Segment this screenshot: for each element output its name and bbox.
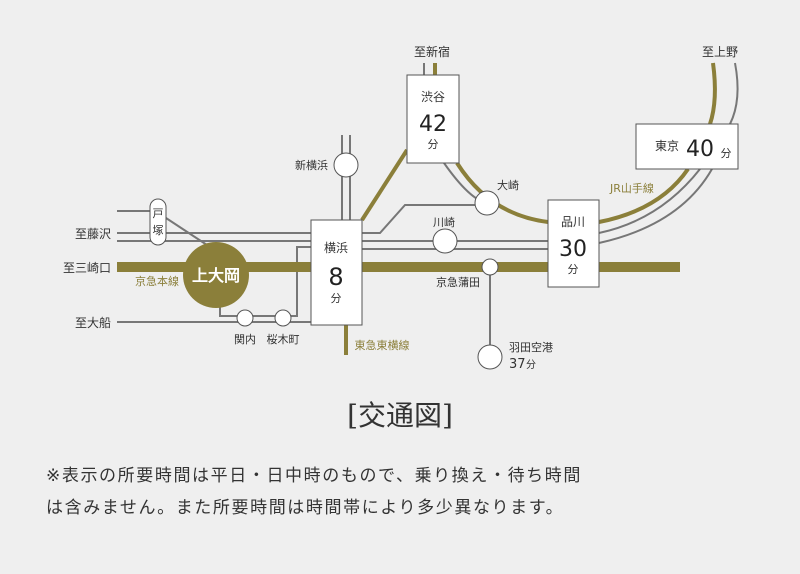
yamanote-north bbox=[708, 62, 717, 125]
note-line-1: ※表示の所要時間は平日・日中時のもので、乗り換え・待ち時間 bbox=[46, 466, 582, 486]
shinagawa-minutes: 30 bbox=[559, 237, 587, 262]
line-shinyokohama bbox=[341, 135, 351, 220]
shinagawa-name: 品川 bbox=[561, 215, 585, 229]
toyoko-line-label: 東急東横線 bbox=[355, 338, 410, 352]
shibuya-name: 渋谷 bbox=[421, 90, 445, 104]
station-keikyukamata bbox=[481, 258, 499, 276]
station-sakuragicho bbox=[274, 309, 292, 327]
tokyo-name: 東京 bbox=[655, 139, 679, 153]
hub-shinagawa-box bbox=[547, 199, 600, 288]
shinyokohama-label: 新横浜 bbox=[295, 158, 328, 172]
station-kawasaki bbox=[432, 228, 458, 254]
line-totsuka-kamiooka bbox=[165, 217, 208, 246]
line-yokohama-osaki bbox=[362, 204, 487, 234]
yokohama-unit: 分 bbox=[331, 292, 342, 305]
yokohama-minutes: 8 bbox=[328, 263, 343, 291]
station-shinyokohama bbox=[333, 152, 359, 178]
station-kannai bbox=[236, 309, 254, 327]
origin-label: 上大岡 bbox=[192, 266, 240, 285]
haneda-minutes: 37 bbox=[509, 357, 526, 372]
line-shinagawa-tokyo-gray bbox=[598, 168, 713, 244]
haneda-name: 羽田空港 bbox=[509, 340, 553, 354]
tokyo-minutes: 40 bbox=[686, 137, 714, 162]
osaki-label: 大崎 bbox=[497, 178, 519, 192]
line-ueno-gray bbox=[729, 62, 739, 125]
dest-ofuna: 至大船 bbox=[75, 316, 111, 330]
hub-shibuya-box bbox=[406, 74, 460, 164]
shibuya-minutes: 42 bbox=[419, 112, 447, 137]
dest-ueno: 至上野 bbox=[702, 45, 738, 59]
dest-fujisawa: 至藤沢 bbox=[75, 227, 111, 241]
stations bbox=[149, 74, 739, 370]
gray-lines bbox=[117, 62, 739, 357]
station-osaki bbox=[474, 190, 500, 216]
station-totsuka bbox=[149, 198, 167, 246]
station-haneda bbox=[477, 344, 503, 370]
line-subway bbox=[219, 246, 311, 317]
kawasaki-label: 川崎 bbox=[433, 215, 455, 229]
yokohama-name: 横浜 bbox=[324, 241, 348, 255]
hub-yokohama-box bbox=[310, 219, 363, 326]
origin-kamiooka bbox=[183, 242, 249, 308]
shinagawa-unit: 分 bbox=[568, 263, 579, 276]
sakuragicho-label: 桜木町 bbox=[267, 332, 300, 346]
shibuya-unit: 分 bbox=[428, 138, 439, 151]
keikyu-line-label: 京急本線 bbox=[135, 274, 179, 288]
map-title: [交通図] bbox=[347, 399, 453, 432]
keikyukamata-label: 京急蒲田 bbox=[436, 275, 480, 289]
dest-misakiguchi: 至三崎口 bbox=[63, 261, 111, 275]
yamanote-west bbox=[455, 161, 549, 224]
toyoko-line-diagonal bbox=[360, 148, 409, 222]
yamanote-east bbox=[598, 167, 690, 224]
hub-tokyo-box bbox=[635, 123, 739, 170]
dest-shinjuku: 至新宿 bbox=[414, 44, 450, 59]
note-line-2: は含みません。また所要時間は時間帯により多少異なります。 bbox=[46, 498, 565, 518]
yamanote-line-label: JR山手線 bbox=[609, 181, 654, 195]
totsuka-label-1: 戸 bbox=[153, 207, 164, 220]
kannai-label: 関内 bbox=[234, 332, 256, 346]
haneda-unit: 分 bbox=[526, 359, 536, 371]
tokyo-unit: 分 bbox=[721, 147, 732, 160]
totsuka-label-2: 塚 bbox=[153, 224, 164, 237]
